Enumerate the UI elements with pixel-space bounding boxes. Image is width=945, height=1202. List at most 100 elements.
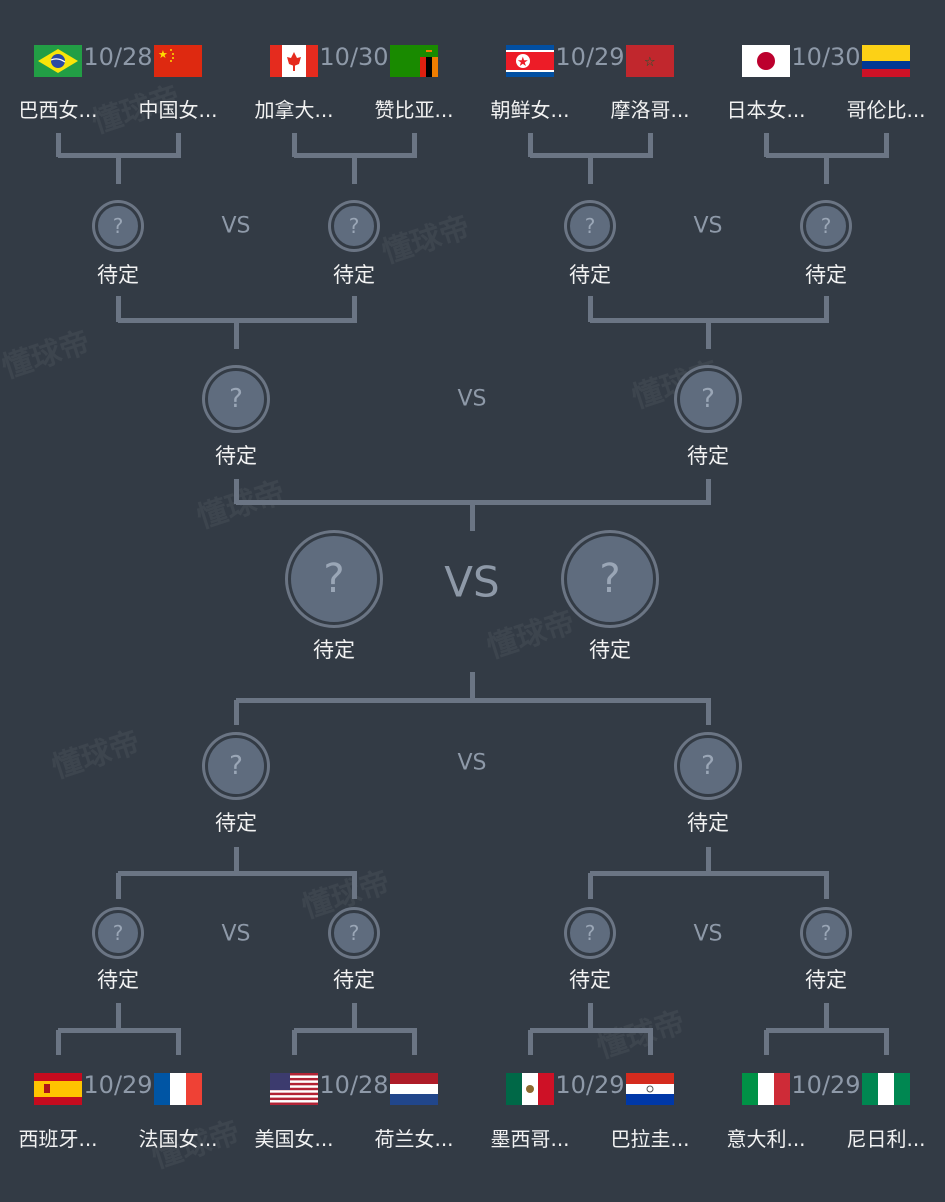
pending-label: 待定: [569, 263, 611, 287]
bracket-line: [118, 871, 357, 876]
bracket-line: [824, 296, 829, 322]
pending-label: 待定: [805, 968, 847, 992]
bracket-line: [764, 1030, 769, 1055]
bracket-line: [706, 320, 711, 349]
bracket-line: [530, 1028, 653, 1033]
bracket-line: [352, 155, 357, 184]
bracket-line: [590, 871, 829, 876]
match-date: 10/29: [791, 1071, 861, 1099]
bracket-line: [412, 1030, 417, 1055]
vs-label: VS: [457, 386, 487, 412]
team-name[interactable]: 日本女...: [726, 98, 806, 122]
team-name[interactable]: 巴西女...: [18, 98, 98, 122]
bracket-line: [766, 1028, 889, 1033]
bracket-line: [588, 1003, 593, 1032]
france-flag-icon: [154, 1073, 202, 1105]
unknown-team-icon[interactable]: ?: [567, 203, 613, 249]
morocco-flag-icon: ☆: [626, 45, 674, 77]
team-name[interactable]: 西班牙...: [18, 1127, 98, 1151]
unknown-team-icon[interactable]: ?: [803, 910, 849, 956]
pending-label: 待定: [97, 263, 139, 287]
team-name[interactable]: 荷兰女...: [374, 1127, 454, 1151]
bracket-line: [234, 700, 239, 725]
pending-label: 待定: [97, 968, 139, 992]
svg-text:★: ★: [158, 48, 168, 61]
bracket-line: [884, 133, 889, 157]
team-name[interactable]: 赞比亚...: [374, 98, 454, 122]
bracket-line: [116, 155, 121, 184]
bracket-line: [234, 479, 239, 504]
bracket-line: [528, 133, 533, 157]
bracket-line: [352, 873, 357, 899]
watermark: 懂球帝: [482, 604, 580, 666]
pending-label: 待定: [589, 638, 631, 662]
unknown-team-icon[interactable]: ?: [95, 203, 141, 249]
unknown-team-icon[interactable]: ?: [331, 910, 377, 956]
bracket-line: [292, 1030, 297, 1055]
vs-label: VS: [693, 213, 723, 239]
canada-flag-icon: [270, 45, 318, 77]
bracket-line: [706, 700, 711, 725]
team-name[interactable]: 尼日利...: [846, 1127, 926, 1151]
bracket-line: [234, 320, 239, 349]
italy-flag-icon: [742, 1073, 790, 1105]
team-name[interactable]: 哥伦比...: [846, 98, 926, 122]
unknown-team-icon[interactable]: ?: [677, 368, 739, 430]
bracket-line: [236, 698, 711, 703]
north-korea-flag-icon: ★: [506, 45, 554, 77]
team-name[interactable]: 法国女...: [138, 1127, 218, 1151]
team-name[interactable]: 巴拉圭...: [610, 1127, 690, 1151]
bracket-line: [764, 133, 769, 157]
match-date: 10/30: [319, 43, 389, 71]
vs-label: VS: [457, 750, 487, 776]
team-name[interactable]: 摩洛哥...: [610, 98, 690, 122]
pending-label: 待定: [687, 444, 729, 468]
pending-label: 待定: [313, 638, 355, 662]
unknown-team-icon[interactable]: ?: [288, 533, 380, 625]
team-name[interactable]: 意大利...: [726, 1127, 806, 1151]
bracket-line: [176, 1030, 181, 1055]
pending-label: 待定: [215, 444, 257, 468]
bracket-line: [292, 133, 297, 157]
bracket-line: [116, 873, 121, 899]
china-flag-icon: ★: [154, 45, 202, 77]
bracket-line: [706, 479, 711, 504]
mexico-flag-icon: [506, 1073, 554, 1105]
bracket-line: [470, 502, 475, 531]
paraguay-flag-icon: [626, 1073, 674, 1105]
unknown-team-icon[interactable]: ?: [95, 910, 141, 956]
japan-flag-icon: [742, 45, 790, 77]
match-date: 10/28: [83, 43, 153, 71]
bracket-line: [528, 1030, 533, 1055]
bracket-line: [588, 155, 593, 184]
watermark: 懂球帝: [377, 209, 475, 271]
team-name[interactable]: 墨西哥...: [490, 1127, 570, 1151]
unknown-team-icon[interactable]: ?: [205, 368, 267, 430]
vs-label: VS: [221, 921, 251, 947]
unknown-team-icon[interactable]: ?: [677, 735, 739, 797]
unknown-team-icon[interactable]: ?: [205, 735, 267, 797]
team-name[interactable]: 美国女...: [254, 1127, 334, 1151]
bracket-line: [588, 296, 593, 322]
bracket-line: [58, 1028, 181, 1033]
bracket-line: [648, 133, 653, 157]
nigeria-flag-icon: [862, 1073, 910, 1105]
bracket-line: [56, 133, 61, 157]
match-date: 10/28: [319, 1071, 389, 1099]
unknown-team-icon[interactable]: ?: [331, 203, 377, 249]
bracket-line: [706, 847, 711, 875]
unknown-team-icon[interactable]: ?: [567, 910, 613, 956]
team-name[interactable]: 加拿大...: [254, 98, 334, 122]
team-name[interactable]: 中国女...: [138, 98, 218, 122]
watermark: 懂球帝: [47, 724, 145, 786]
unknown-team-icon[interactable]: ?: [564, 533, 656, 625]
colombia-flag-icon: [862, 45, 910, 77]
unknown-team-icon[interactable]: ?: [803, 203, 849, 249]
match-date: 10/29: [555, 43, 625, 71]
bracket-line: [884, 1030, 889, 1055]
zambia-flag-icon: [390, 45, 438, 77]
team-name[interactable]: 朝鲜女...: [490, 98, 570, 122]
pending-label: 待定: [215, 811, 257, 835]
watermark: 懂球帝: [0, 324, 95, 386]
pending-label: 待定: [805, 263, 847, 287]
